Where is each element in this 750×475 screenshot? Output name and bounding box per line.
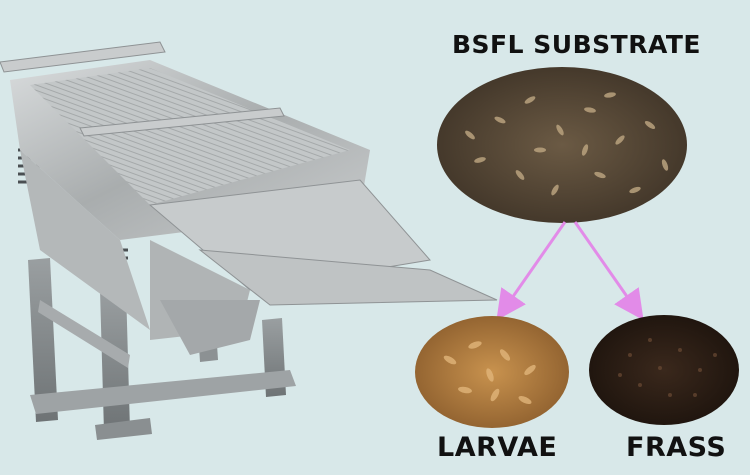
larvae-label: LARVAE [437, 432, 558, 463]
vibrating-screen-machine [0, 41, 498, 440]
machine-base [30, 370, 296, 414]
arrow-to-larvae [496, 221, 567, 321]
machine-leg [28, 258, 58, 422]
substrate-photo [437, 67, 687, 223]
top-rail [0, 41, 166, 73]
machine-side [20, 150, 150, 330]
machine-base [38, 300, 130, 368]
substrate-label: BSFL SUBSTRATE [452, 30, 701, 59]
frass-photo [589, 315, 739, 425]
screen-mesh [30, 68, 350, 205]
top-rail [79, 107, 285, 137]
larvae-photo [415, 316, 569, 428]
machine-base [95, 418, 152, 440]
arrow-to-frass [573, 221, 644, 321]
frass-label: FRASS [626, 432, 727, 463]
discharge-chute [160, 300, 260, 355]
